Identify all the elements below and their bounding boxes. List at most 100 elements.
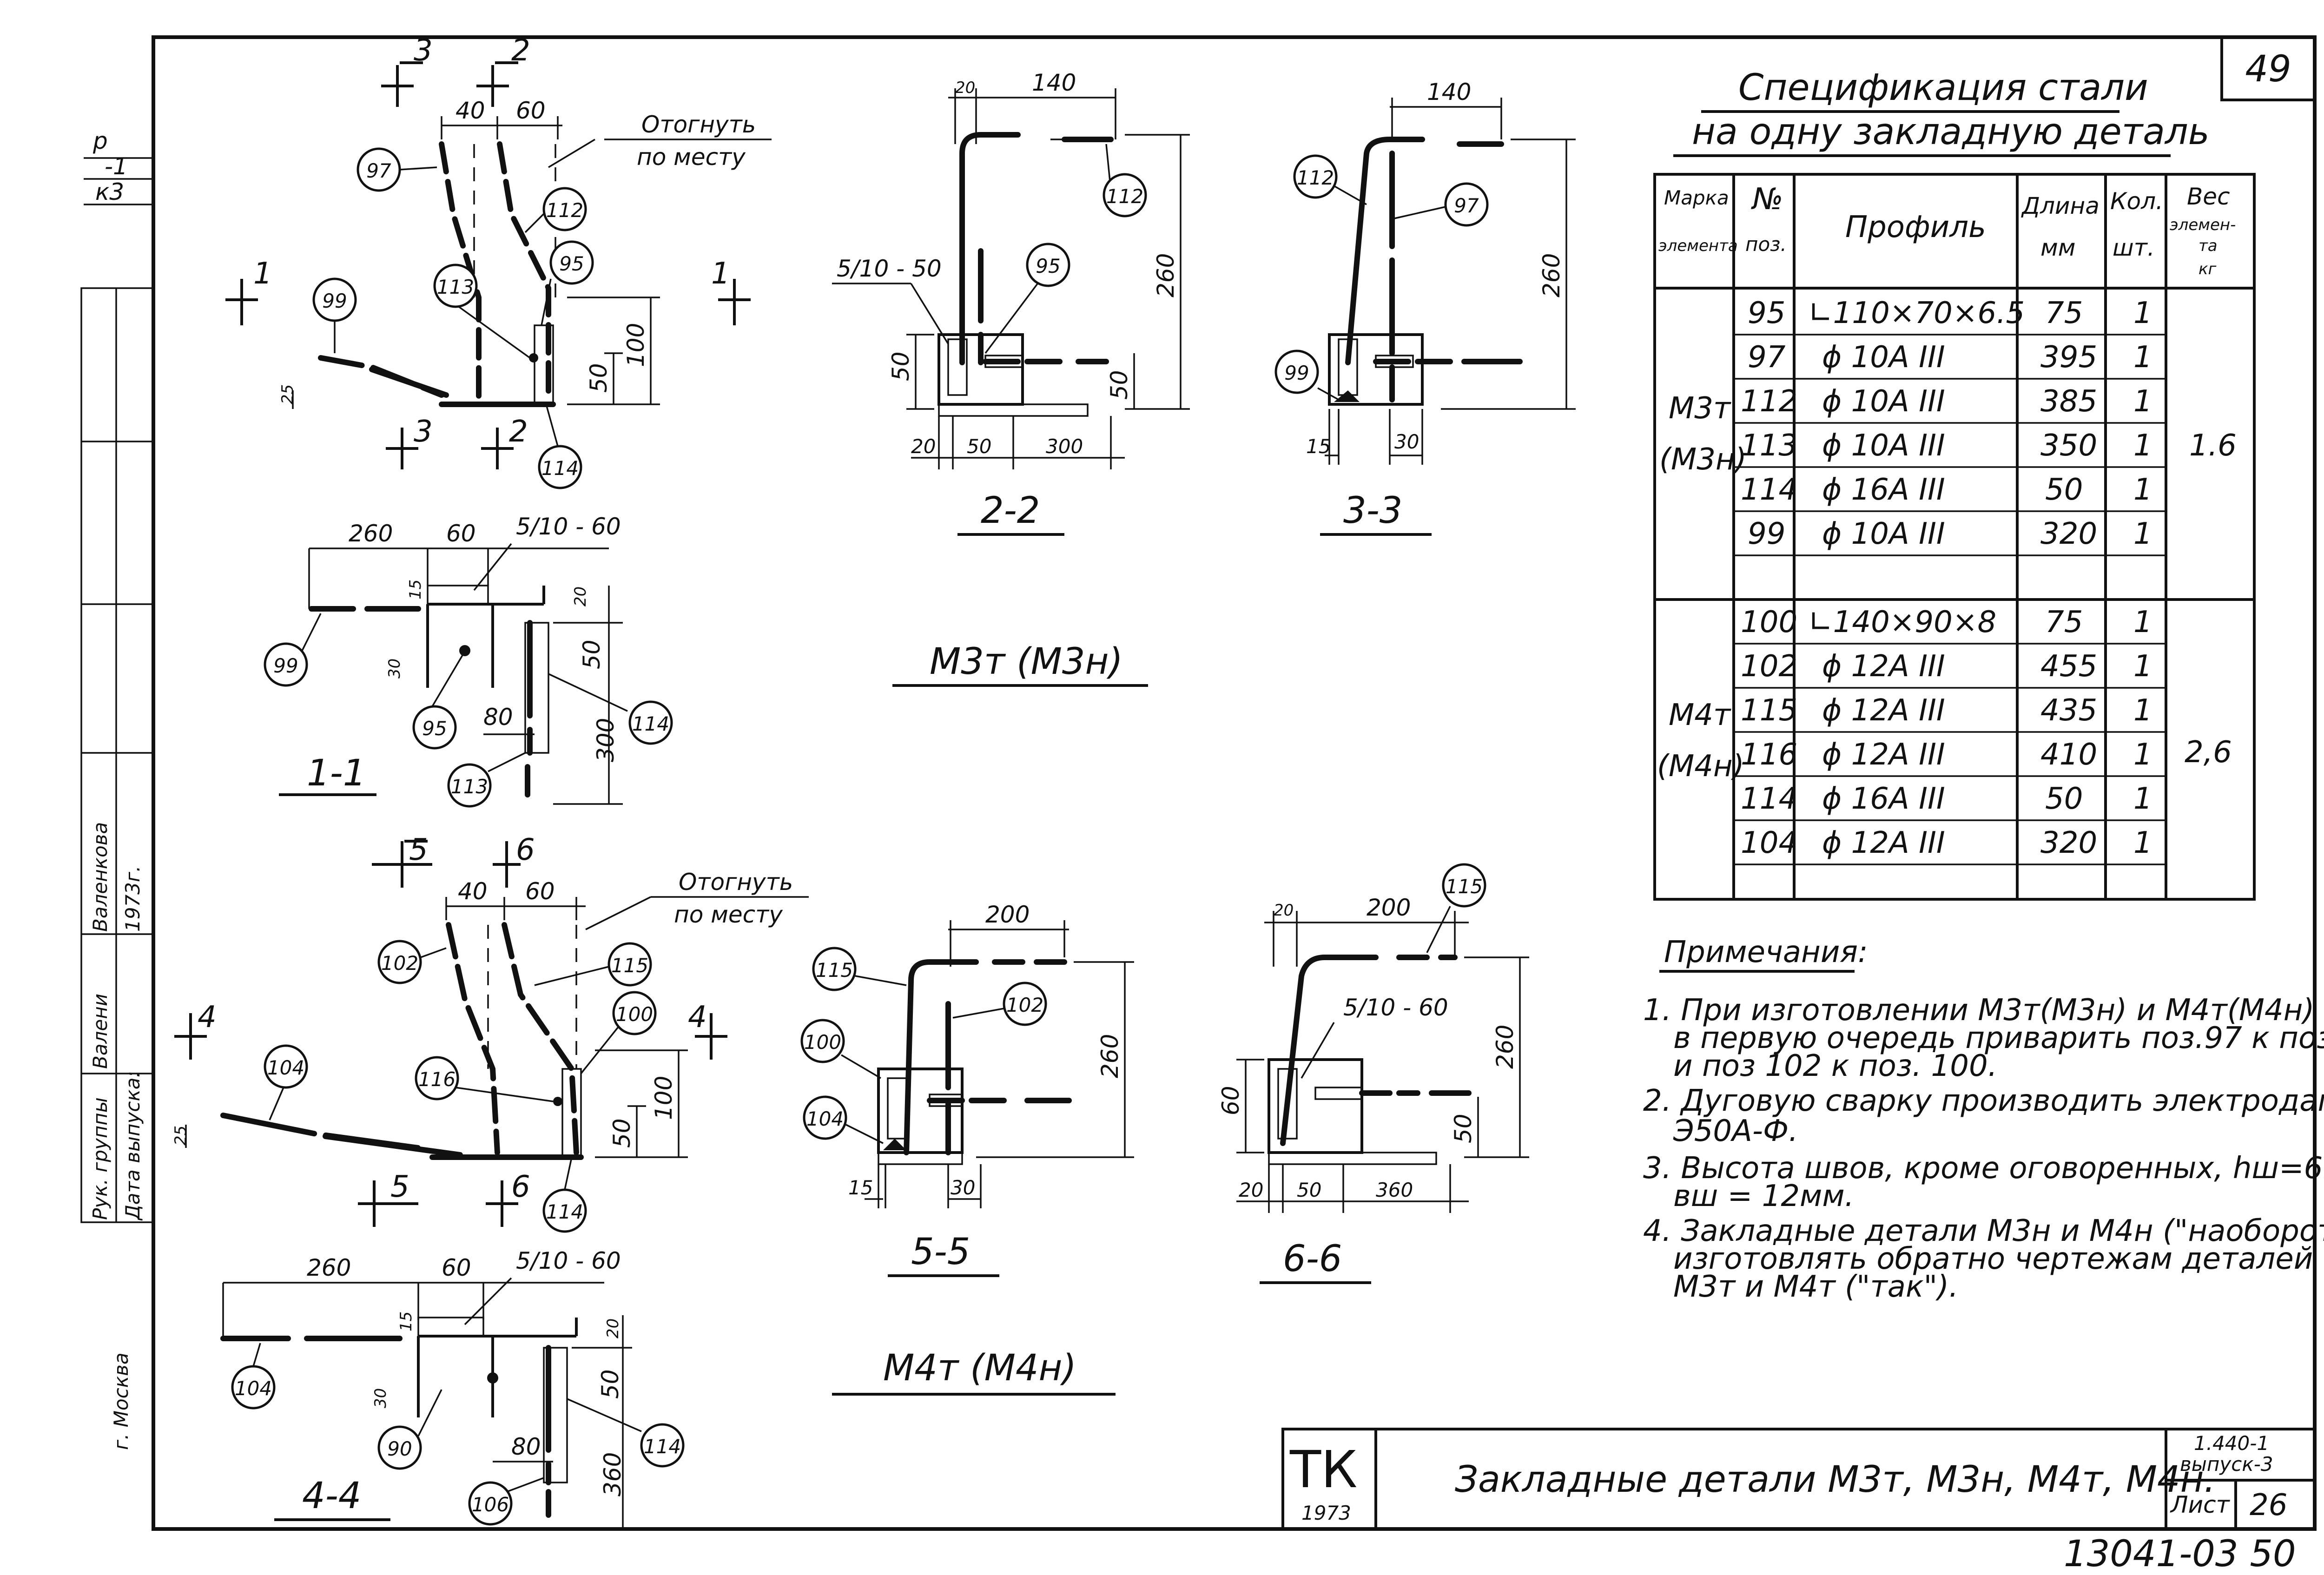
dim: 60 xyxy=(525,878,555,905)
dim: 260 xyxy=(307,1254,351,1281)
position-bubble: 102 xyxy=(952,982,1047,1026)
svg-text:1: 1 xyxy=(2133,428,2152,463)
section-label: 1-1 xyxy=(307,752,366,794)
svg-text:4: 4 xyxy=(198,1000,217,1035)
svg-text:113: 113 xyxy=(437,276,474,298)
svg-text:102: 102 xyxy=(1006,994,1043,1016)
dim: 30 xyxy=(385,659,404,679)
group-head-name: Валенкова xyxy=(89,822,112,932)
dim: 20 xyxy=(604,1318,622,1338)
svg-text:ϕ 12А III: ϕ 12А III xyxy=(1822,693,1945,728)
dim: 15 xyxy=(848,1176,873,1199)
dim: 50 xyxy=(1106,370,1133,400)
sheet-number: 26 xyxy=(2250,1488,2287,1522)
svg-text:ϕ 12А III: ϕ 12А III xyxy=(1822,826,1945,860)
section-4-4: 260 60 5/10 - 60 15 20 30 50 80 360 104 xyxy=(220,1247,685,1530)
position-bubble: 97 xyxy=(357,147,437,192)
svg-text:104: 104 xyxy=(267,1056,304,1079)
svg-text:100: 100 xyxy=(804,1031,841,1054)
header-weight: та xyxy=(2199,237,2218,255)
table-row: 99 ϕ 10А III 320 1 xyxy=(1748,517,2152,551)
note-line: в первую очередь приварить поз.97 к поз.… xyxy=(1673,1021,2324,1055)
dim: 60 xyxy=(516,97,546,124)
dim: 60 xyxy=(1217,1086,1244,1115)
position-bubble: 115 xyxy=(534,942,652,987)
header-weight: Вес xyxy=(2187,183,2230,210)
svg-text:104: 104 xyxy=(235,1377,272,1400)
cut-mark: 1 xyxy=(711,257,751,325)
dim: 50 xyxy=(1450,1114,1477,1143)
note-line: Э50А-Ф. xyxy=(1673,1114,1798,1148)
svg-text:75: 75 xyxy=(2045,296,2083,330)
position-bubble: 114 xyxy=(538,404,582,489)
position-bubble: 104 xyxy=(264,1044,308,1120)
dim: 300 xyxy=(592,718,619,762)
svg-text:6: 6 xyxy=(516,833,535,867)
table-row: 95 ∟110×70×6.5 75 1 xyxy=(1748,296,2152,330)
table-row: 102 ϕ 12А III 455 1 xyxy=(1741,649,2152,684)
dim: 50 xyxy=(887,351,914,381)
year: 1973 xyxy=(1301,1502,1351,1524)
svg-text:114: 114 xyxy=(644,1435,681,1458)
svg-text:∟140×90×8: ∟140×90×8 xyxy=(1808,605,1996,639)
table-row: 116 ϕ 12А III 410 1 xyxy=(1741,738,2152,772)
cut-mark: 4 xyxy=(174,1000,217,1060)
header-mark: элемента xyxy=(1658,237,1738,255)
svg-text:1: 1 xyxy=(2133,296,2152,330)
position-bubble: 95 xyxy=(984,243,1070,354)
dim: 260 xyxy=(1152,253,1179,297)
group-mark: М3т xyxy=(1669,391,1731,426)
weld-mark: 5/10 - 60 xyxy=(1343,994,1448,1021)
svg-text:410: 410 xyxy=(2040,738,2097,772)
svg-text:116: 116 xyxy=(1741,738,1797,772)
table-row: 114 ϕ 16А III 50 1 xyxy=(1741,782,2152,816)
svg-text:114: 114 xyxy=(546,1200,583,1223)
table-row: 114 ϕ 16А III 50 1 xyxy=(1741,473,2152,507)
dim: 200 xyxy=(985,901,1030,928)
bend-note: Отогнуть xyxy=(679,869,793,896)
detail-m3-label: М3т (М3н) xyxy=(930,641,1123,683)
spec-subtitle: на одну закладную деталь xyxy=(1692,111,2210,153)
header-qty: Кол. xyxy=(2110,188,2163,215)
svg-text:350: 350 xyxy=(2040,428,2097,463)
svg-text:ϕ 16А III: ϕ 16А III xyxy=(1822,782,1945,816)
svg-text:1: 1 xyxy=(253,257,272,291)
cut-mark: 5 xyxy=(358,1170,418,1227)
svg-text:114: 114 xyxy=(632,712,669,735)
note-line: изготовлять обратно чертежам деталей xyxy=(1673,1242,2313,1276)
svg-text:106: 106 xyxy=(472,1493,509,1516)
svg-text:114: 114 xyxy=(1741,782,1797,816)
dim: 50 xyxy=(585,363,612,393)
svg-text:ϕ 10А III: ϕ 10А III xyxy=(1822,517,1945,551)
note-line: и поз 102 к поз. 100. xyxy=(1673,1049,1997,1083)
dim: 20 xyxy=(571,587,590,606)
dim: 40 xyxy=(458,878,488,905)
position-bubble: 95 xyxy=(412,655,463,750)
position-bubble: 104 xyxy=(803,1095,884,1144)
header-weight: элемен- xyxy=(2170,216,2236,234)
dim: 140 xyxy=(1032,69,1076,96)
dim: 60 xyxy=(442,1254,471,1281)
position-bubble: 106 xyxy=(468,1477,544,1526)
position-bubble: 115 xyxy=(812,947,907,991)
dim: 50 xyxy=(1297,1179,1321,1201)
svg-text:113: 113 xyxy=(451,775,488,798)
position-bubble: 112 xyxy=(1293,154,1367,205)
svg-text:95: 95 xyxy=(1036,255,1060,277)
svg-text:395: 395 xyxy=(2040,340,2097,375)
dim: 360 xyxy=(599,1452,626,1496)
dim: 140 xyxy=(1427,79,1471,105)
dim: 80 xyxy=(483,704,513,731)
svg-text:100: 100 xyxy=(1741,605,1797,639)
position-bubble: 99 xyxy=(312,277,357,353)
position-bubble: 115 xyxy=(1426,863,1486,953)
svg-text:102: 102 xyxy=(381,952,418,975)
svg-text:115: 115 xyxy=(816,959,853,982)
signature: Валени xyxy=(89,994,112,1069)
bend-note: Отогнуть xyxy=(641,111,756,138)
position-bubble: 90 xyxy=(377,1389,442,1470)
svg-text:∟110×70×6.5: ∟110×70×6.5 xyxy=(1808,296,2025,330)
series: 1.440-1 xyxy=(2194,1432,2269,1455)
weld-mark: 5/10 - 60 xyxy=(516,1247,621,1274)
